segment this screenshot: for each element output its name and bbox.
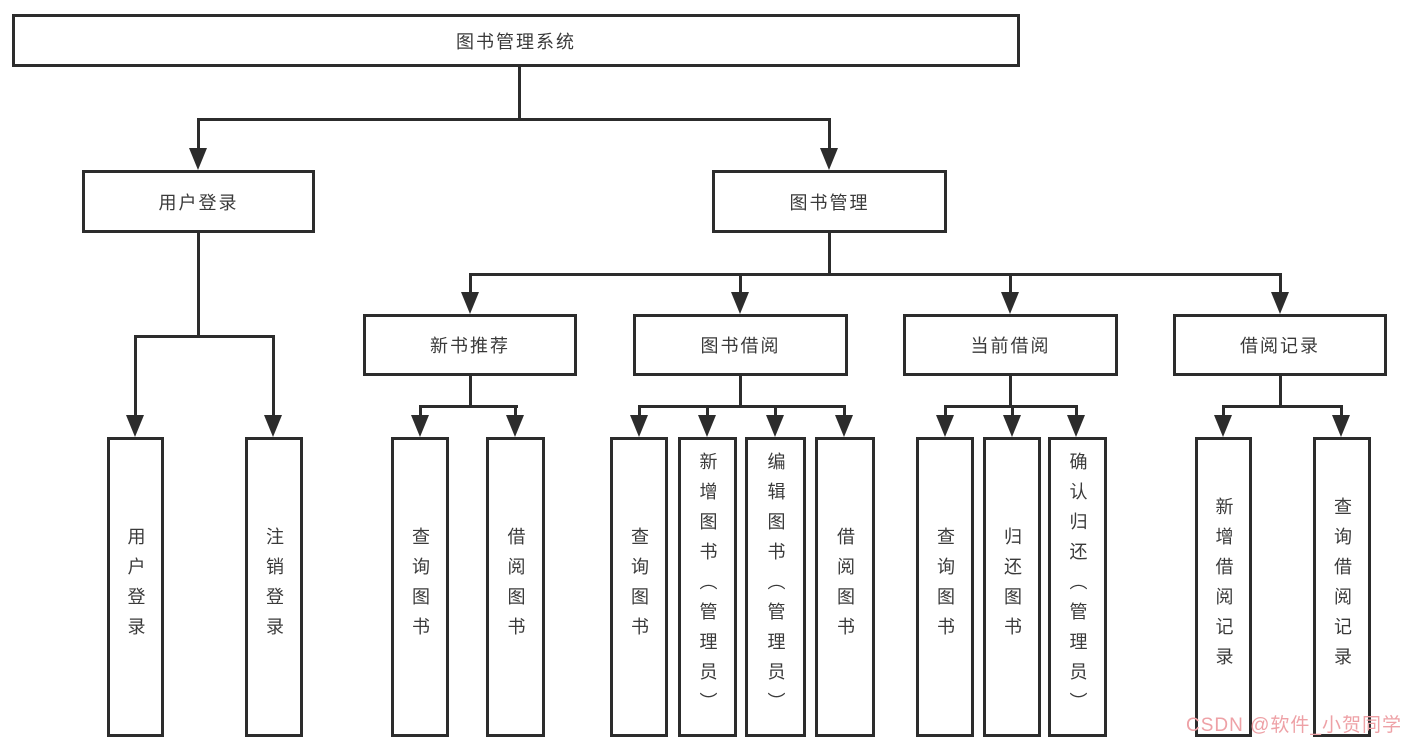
arrowhead-mid2-leaf3	[766, 415, 784, 437]
arrowhead-mid4	[1271, 292, 1289, 314]
leaf-logout: 注销登录	[245, 437, 303, 737]
node-book-management-label: 图书管理	[789, 192, 870, 213]
node-borrow-records: 借阅记录	[1173, 314, 1387, 376]
arrowhead-mid1-leaf2	[506, 415, 524, 437]
arrowhead-mid3	[1001, 292, 1019, 314]
arrowhead-mid3-leaf2	[1003, 415, 1021, 437]
arrowhead-leaf-login	[126, 415, 144, 437]
connector-mid1-down	[469, 376, 472, 407]
leaf-records-query-label: 查询借阅记录	[1332, 497, 1352, 677]
arrowhead-mid2-leaf1	[630, 415, 648, 437]
node-current-borrow-label: 当前借阅	[970, 336, 1051, 356]
arrowhead-mid3-leaf3	[1067, 415, 1085, 437]
watermark: CSDN @软件_小贺同学	[1186, 715, 1402, 736]
connector-leaf-login-stem	[134, 335, 137, 417]
connector-bookmgmt-stem	[828, 118, 831, 150]
leaf-bookborrow-borrow: 借阅图书	[815, 437, 875, 737]
arrowhead-bookmgmt	[820, 148, 838, 170]
node-borrow-records-label: 借阅记录	[1240, 336, 1320, 356]
node-root: 图书管理系统	[12, 14, 1020, 67]
node-user-login-label: 用户登录	[158, 192, 239, 213]
connector-mid4-stem	[1279, 273, 1282, 295]
leaf-currentborrow-confirm: 确认归还（管理员）	[1048, 437, 1107, 737]
connector-mid2-stem	[739, 273, 742, 295]
node-book-management: 图书管理	[712, 170, 947, 233]
connector-mid2-down	[739, 376, 742, 407]
arrowhead-mid2-leaf4	[835, 415, 853, 437]
connector-mid4-bar	[1222, 405, 1343, 408]
connector-leaf-logout-stem	[272, 335, 275, 417]
leaf-bookborrow-query-label: 查询图书	[629, 527, 649, 647]
connector-mid1-bar	[419, 405, 518, 408]
node-user-login: 用户登录	[82, 170, 315, 233]
leaf-records-add-label: 新增借阅记录	[1213, 497, 1234, 677]
node-book-borrow: 图书借阅	[633, 314, 848, 376]
connector-userlogin-down	[197, 233, 200, 335]
connector-bookmgmt-down	[828, 233, 831, 275]
connector-mid2-leaf1-stem	[638, 405, 641, 417]
leaf-records-add: 新增借阅记录	[1195, 437, 1252, 737]
leaf-bookborrow-edit: 编辑图书（管理员）	[745, 437, 806, 737]
connector-mid2-leaf3-stem	[774, 405, 777, 417]
leaf-currentborrow-query-label: 查询图书	[935, 527, 955, 647]
connector-mid3-stem	[1009, 273, 1012, 295]
connector-mid1-leaf1-stem	[419, 405, 422, 417]
leaf-user-login-label: 用户登录	[125, 527, 146, 647]
leaf-records-query: 查询借阅记录	[1313, 437, 1371, 737]
connector-mid4-leaf1-stem	[1222, 405, 1225, 417]
leaf-bookborrow-borrow-label: 借阅图书	[835, 527, 855, 647]
leaf-newbooks-borrow: 借阅图书	[486, 437, 545, 737]
connector-mid1-leaf2-stem	[514, 405, 517, 417]
node-new-book-recommend-label: 新书推荐	[430, 336, 510, 356]
arrowhead-mid4-leaf2	[1332, 415, 1350, 437]
leaf-user-login: 用户登录	[107, 437, 164, 737]
arrowhead-mid2-leaf2	[698, 415, 716, 437]
connector-mid2-leaf2-stem	[706, 405, 709, 417]
arrowhead-mid3-leaf1	[936, 415, 954, 437]
leaf-currentborrow-return: 归还图书	[983, 437, 1041, 737]
connector-root-stem	[518, 66, 521, 118]
leaf-newbooks-borrow-label: 借阅图书	[505, 527, 526, 647]
leaf-bookborrow-add-label: 新增图书（管理员）	[697, 452, 718, 722]
node-new-book-recommend: 新书推荐	[363, 314, 577, 376]
leaf-currentborrow-return-label: 归还图书	[1002, 527, 1022, 647]
connector-mid3-leaf1-stem	[944, 405, 947, 417]
leaf-newbooks-query-label: 查询图书	[410, 527, 430, 647]
connector-mid1-stem	[469, 273, 472, 295]
node-book-borrow-label: 图书借阅	[700, 336, 781, 356]
arrowhead-mid2	[731, 292, 749, 314]
leaf-logout-label: 注销登录	[264, 527, 284, 647]
arrowhead-userlogin	[189, 148, 207, 170]
node-root-label: 图书管理系统	[456, 31, 576, 52]
connector-mid4-down	[1279, 376, 1282, 407]
leaf-bookborrow-edit-label: 编辑图书（管理员）	[765, 452, 786, 722]
arrowhead-leaf-logout	[264, 415, 282, 437]
arrowhead-mid1	[461, 292, 479, 314]
connector-mid3-leaf3-stem	[1075, 405, 1078, 417]
connector-userlogin-bar	[134, 335, 275, 338]
connector-mid4-leaf2-stem	[1340, 405, 1343, 417]
connector-mid2-leaf4-stem	[843, 405, 846, 417]
connector-level3-bar	[469, 273, 1282, 276]
connector-userlogin-stem	[197, 118, 200, 150]
arrowhead-mid4-leaf1	[1214, 415, 1232, 437]
leaf-currentborrow-confirm-label: 确认归还（管理员）	[1067, 452, 1088, 722]
node-current-borrow: 当前借阅	[903, 314, 1118, 376]
connector-mid3-leaf2-stem	[1011, 405, 1014, 417]
connector-mid3-down	[1009, 376, 1012, 407]
leaf-currentborrow-query: 查询图书	[916, 437, 974, 737]
arrowhead-mid1-leaf1	[411, 415, 429, 437]
leaf-newbooks-query: 查询图书	[391, 437, 449, 737]
connector-mid2-bar	[638, 405, 846, 408]
connector-level2-bar	[197, 118, 831, 121]
leaf-bookborrow-add: 新增图书（管理员）	[678, 437, 737, 737]
leaf-bookborrow-query: 查询图书	[610, 437, 668, 737]
